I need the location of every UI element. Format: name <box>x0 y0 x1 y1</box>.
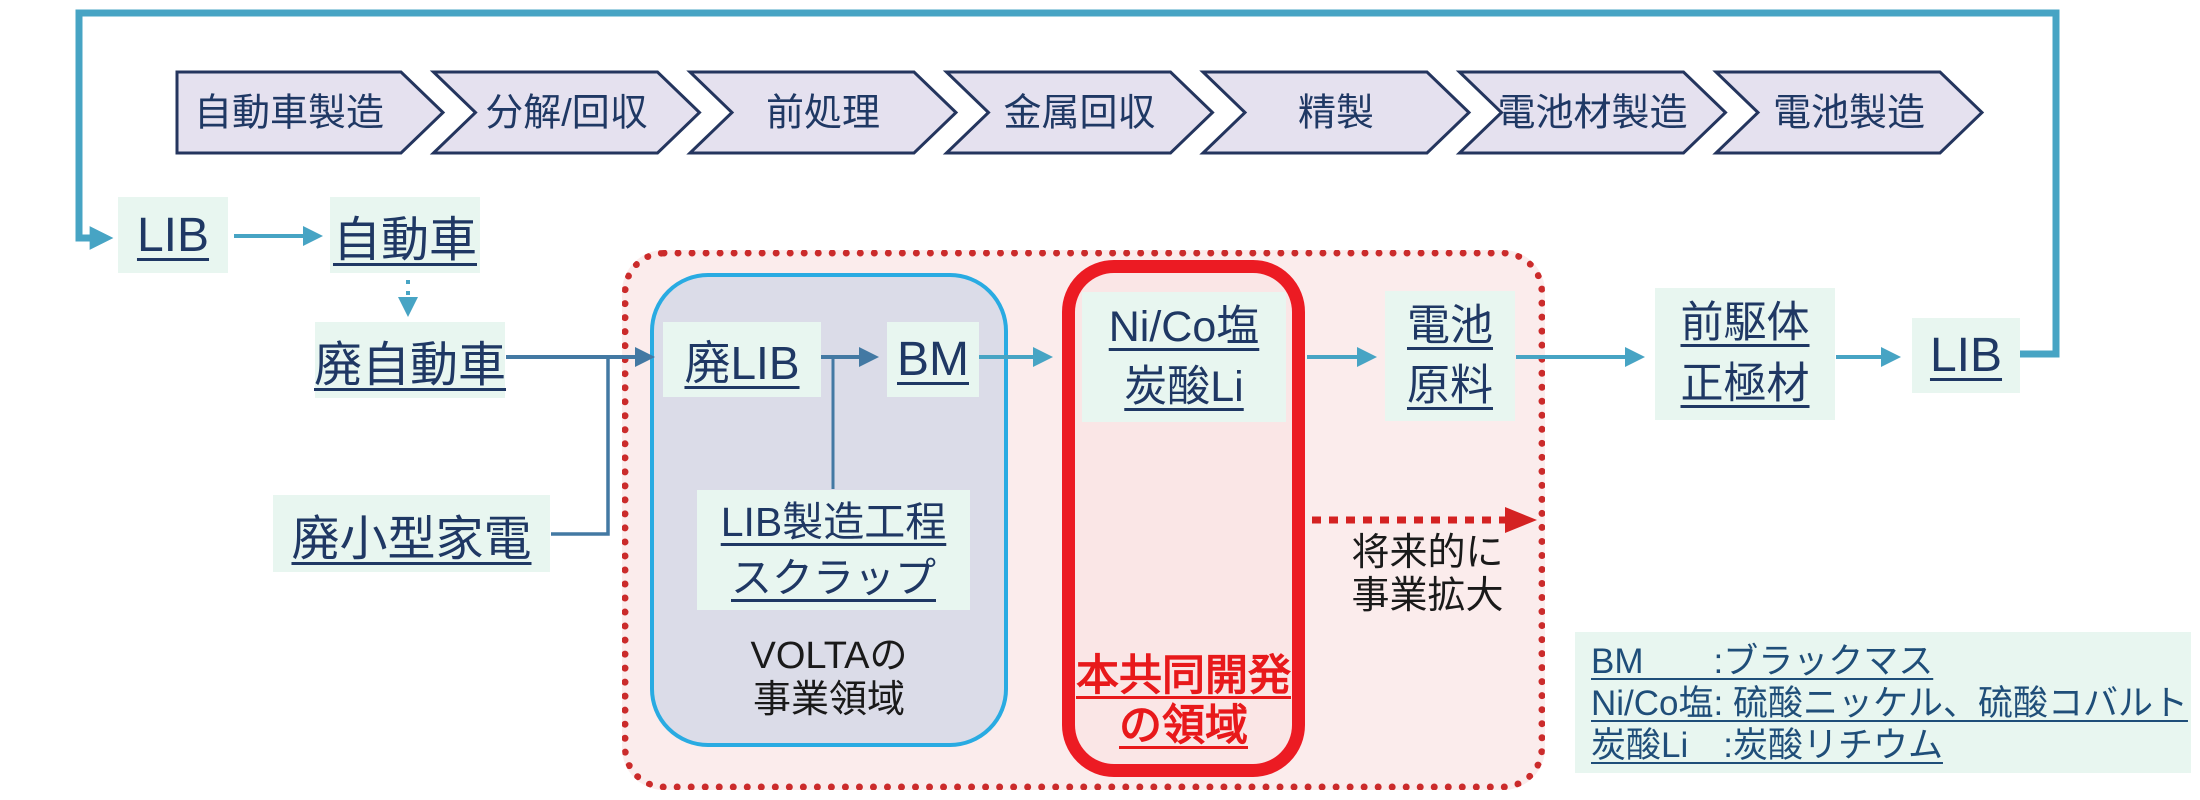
process-step-3: 前処理 <box>686 70 959 155</box>
process-step-6: 電池材製造 <box>1455 70 1728 155</box>
process-step-1: 自動車製造 <box>175 70 446 155</box>
legend-row-lico: 炭酸Li :炭酸リチウム <box>1591 726 1943 765</box>
node-lib-recycled-label: LIB <box>1929 329 2003 382</box>
node-waste-car: 廃自動車 <box>314 322 507 398</box>
process-chain: 自動車製造 分解/回収 前処理 金属回収 精製 電池材製造 電池製造 <box>175 70 1985 155</box>
process-step-7-label: 電池製造 <box>1773 93 1925 135</box>
node-car-label: 自動車 <box>332 214 477 267</box>
process-step-6-label: 電池材製造 <box>1497 93 1687 135</box>
node-battery-raw-line1: 電池 <box>1407 302 1493 350</box>
legend-row-nico: Ni/Co塩: 硫酸ニッケル、硫酸コバルト <box>1591 684 2188 723</box>
process-step-7: 電池製造 <box>1712 70 1985 155</box>
node-nico-salt: Ni/Co塩 炭酸Li <box>1082 292 1286 422</box>
node-nico-salt-line2: 炭酸Li <box>1124 363 1244 411</box>
volta-region-label-line1: VOLTAの <box>750 635 908 677</box>
line-appliance-junction <box>551 359 610 536</box>
node-waste-appliance-label: 廃小型家電 <box>291 512 532 566</box>
process-step-2: 分解/回収 <box>429 70 702 155</box>
node-battery-raw-line2: 原料 <box>1407 362 1493 410</box>
node-lib-new: LIB <box>118 197 228 273</box>
legend-row-bm: BM :ブラックマス <box>1591 642 1934 681</box>
future-expansion-label-line2: 事業拡大 <box>1351 575 1504 617</box>
future-expansion-label: 将来的に 事業拡大 <box>1330 532 1525 618</box>
process-step-5-label: 精製 <box>1298 93 1374 135</box>
node-waste-lib: 廃LIB <box>663 322 821 397</box>
node-lib-process-scrap-line2: スクラップ <box>731 555 936 601</box>
node-lib-recycled: LIB <box>1912 318 2020 393</box>
node-precursor-line2: 正極材 <box>1680 360 1810 408</box>
joint-development-label: 本共同開発 の領域 <box>1062 651 1305 751</box>
process-step-3-label: 前処理 <box>766 93 880 135</box>
process-step-4-label: 金属回収 <box>1003 93 1155 135</box>
node-battery-raw-material: 電池 原料 <box>1385 291 1515 421</box>
node-lib-new-label: LIB <box>136 208 210 262</box>
legend: BM :ブラックマス Ni/Co塩: 硫酸ニッケル、硫酸コバルト 炭酸Li :炭… <box>1575 632 2191 773</box>
process-step-1-label: 自動車製造 <box>194 93 384 135</box>
joint-development-label-line2: の領域 <box>1119 702 1248 750</box>
node-black-mass-label: BM <box>897 333 969 386</box>
process-step-4: 金属回収 <box>942 70 1215 155</box>
node-waste-car-label: 廃自動車 <box>314 339 507 392</box>
node-precursor-cathode: 前駆体 正極材 <box>1655 288 1835 420</box>
node-lib-process-scrap: LIB製造工程 スクラップ <box>697 490 970 610</box>
node-precursor-line1: 前駆体 <box>1680 299 1810 347</box>
future-expansion-label-line1: 将来的に <box>1351 532 1504 574</box>
node-lib-process-scrap-line1: LIB製造工程 <box>720 499 947 545</box>
volta-region-label: VOLTAの 事業領域 <box>650 634 1008 722</box>
process-step-2-label: 分解/回収 <box>485 93 648 135</box>
node-nico-salt-line1: Ni/Co塩 <box>1108 303 1260 351</box>
joint-development-label-line1: 本共同開発 <box>1076 652 1291 700</box>
node-car: 自動車 <box>330 197 480 273</box>
process-step-5: 精製 <box>1199 70 1472 155</box>
node-waste-lib-label: 廃LIB <box>684 336 800 389</box>
volta-region-label-line2: 事業領域 <box>752 679 905 721</box>
node-black-mass: BM <box>887 322 979 397</box>
node-waste-appliance: 廃小型家電 <box>273 495 550 572</box>
